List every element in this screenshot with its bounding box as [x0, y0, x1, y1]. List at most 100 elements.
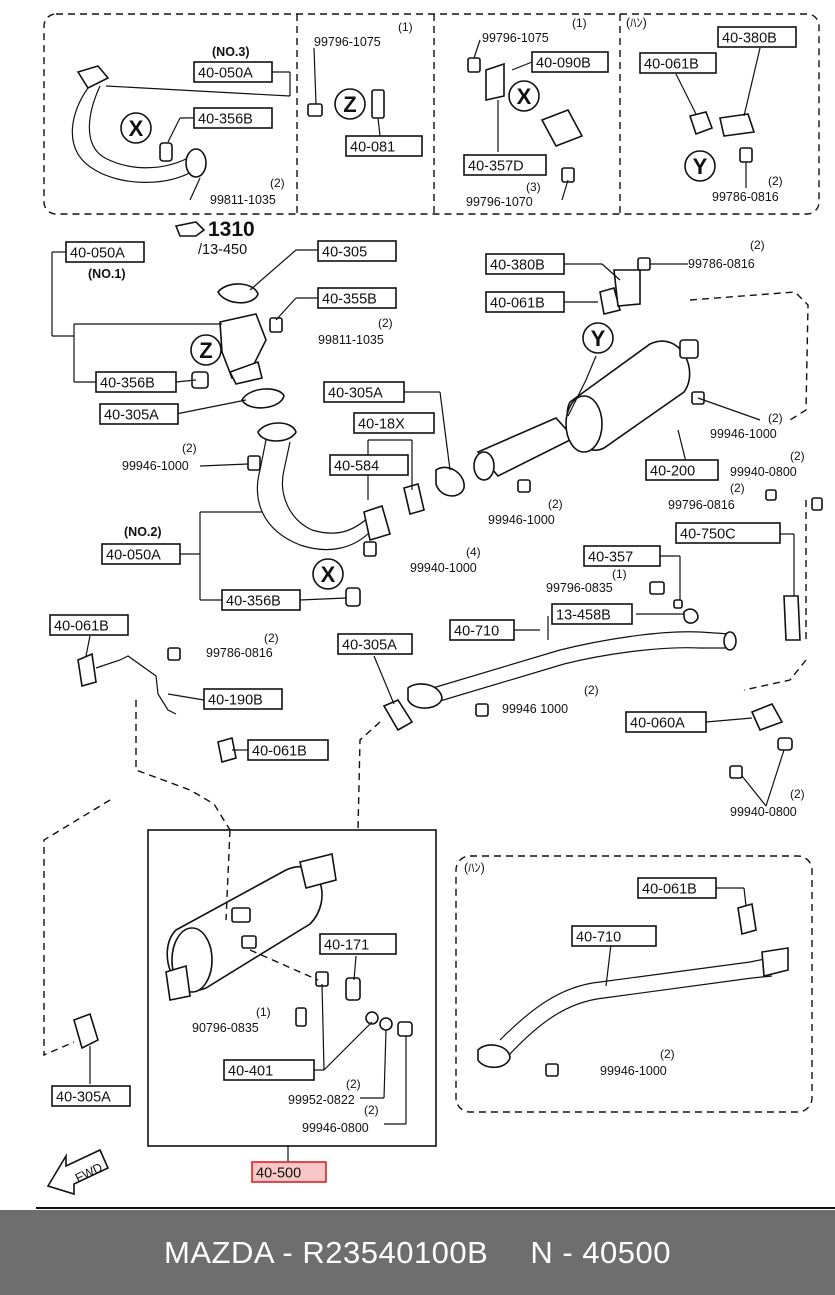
- callout-box: [463, 154, 547, 176]
- callout-40-171: 40-171: [319, 933, 397, 955]
- callout-40-356b: 40-356B: [193, 107, 273, 129]
- callout-box: [449, 619, 515, 641]
- part-code-label: 99796-1075: [314, 35, 381, 49]
- quantity-label: (3): [526, 180, 541, 194]
- callout-box: [639, 52, 717, 74]
- callout-40-081: 40-081: [345, 135, 423, 157]
- callout-label: 40-356B: [198, 112, 253, 128]
- callout-label: 40-190B: [208, 693, 263, 709]
- quantity-label: (2): [364, 1103, 379, 1117]
- callout-label: 40-380B: [490, 258, 545, 274]
- marker-letter: X: [129, 116, 144, 141]
- callout-box: [51, 1085, 131, 1107]
- callout-box: [95, 371, 177, 393]
- callout-box: [193, 61, 273, 83]
- callout-40-357: 40-357: [583, 545, 661, 567]
- callout-40-061b: 40-061B: [49, 614, 129, 636]
- callout-label: 40-584: [334, 459, 379, 475]
- callout-40-401: 40-401: [223, 1059, 315, 1081]
- callout-40-050a: 40-050A: [65, 241, 145, 263]
- part-code-label: (NO.2): [124, 525, 162, 539]
- callout-label: 40-081: [350, 140, 395, 156]
- callout-box: [485, 253, 565, 275]
- part-code-label: (ﾊﾝ): [626, 16, 647, 30]
- callout-13-458b: 13-458B: [551, 603, 633, 625]
- callout-40-090b: 40-090B: [531, 51, 609, 73]
- footer-part-number: MAZDA - R23540100B: [164, 1234, 489, 1270]
- part-code-label: 99946-1000: [488, 513, 555, 527]
- quantity-label: (2): [264, 631, 279, 645]
- callout-label: 40-18X: [358, 417, 405, 433]
- callout-box: [637, 877, 717, 899]
- callout-box: [323, 381, 405, 403]
- callout-box: [319, 933, 397, 955]
- callout-box: [101, 543, 181, 565]
- footer-bar: MAZDA - R23540100B N - 40500: [0, 1210, 835, 1295]
- pointing-hand-icon: [174, 221, 206, 237]
- callout-40-584: 40-584: [329, 454, 409, 476]
- callout-label: 40-355B: [322, 292, 377, 308]
- view-marker-x: X: [120, 112, 152, 144]
- callout-40-500: 40-500: [251, 1161, 327, 1183]
- callout-box: [317, 240, 397, 262]
- callout-box: [571, 925, 657, 947]
- quantity-label: (1): [572, 16, 587, 30]
- marker-letter: Z: [199, 338, 212, 363]
- part-code-label: 99796-0816: [668, 498, 735, 512]
- quantity-label: (2): [548, 497, 563, 511]
- callout-40-061b: 40-061B: [485, 291, 565, 313]
- quantity-label: (2): [660, 1047, 675, 1061]
- quantity-label: (2): [730, 481, 745, 495]
- callout-label: 40-050A: [106, 548, 161, 564]
- callout-label: 40-061B: [644, 57, 699, 73]
- callout-40-190b: 40-190B: [203, 688, 283, 710]
- callout-40-356b: 40-356B: [95, 371, 177, 393]
- marker-letter: Z: [343, 92, 356, 117]
- callout-box: [717, 26, 797, 48]
- part-code-label: 99796-0835: [546, 581, 613, 595]
- callout-box: [49, 614, 129, 636]
- callout-40-305a: 40-305A: [323, 381, 405, 403]
- callout-40-18x: 40-18X: [353, 412, 435, 434]
- quantity-label: (4): [466, 545, 481, 559]
- callout-label: 40-061B: [54, 619, 109, 635]
- callout-label: 40-171: [324, 938, 369, 954]
- quantity-label: (2): [346, 1077, 361, 1091]
- part-code-label: 99940-1000: [410, 561, 477, 575]
- callout-label: 40-061B: [490, 296, 545, 312]
- quantity-label: (2): [790, 787, 805, 801]
- callout-40-061b: 40-061B: [639, 52, 717, 74]
- callout-40-050a: 40-050A: [101, 543, 181, 565]
- exhaust-parts-diagram: FWD 1310 40-050A40-356B40-08140-090B40-3…: [36, 13, 835, 1209]
- callout-label: 40-356B: [226, 594, 281, 610]
- view-marker-y: Y: [582, 322, 614, 354]
- callout-40-060a: 40-060A: [625, 711, 707, 733]
- callout-label: 40-356B: [100, 376, 155, 392]
- callout-40-200: 40-200: [645, 459, 719, 481]
- callout-label: 40-050A: [70, 246, 125, 262]
- footer-code: N - 40500: [530, 1234, 671, 1270]
- section-ref: 1310: [208, 218, 255, 241]
- callout-box: [223, 1059, 315, 1081]
- callout-label: 40-401: [228, 1064, 273, 1080]
- callout-label: 40-357D: [468, 159, 524, 175]
- callout-label: 40-090B: [536, 56, 591, 72]
- part-code-label: 99946-0800: [302, 1121, 369, 1135]
- callout-40-305a: 40-305A: [51, 1085, 131, 1107]
- main-silencer-box: [147, 829, 437, 1147]
- part-code-label: 99796-1075: [482, 31, 549, 45]
- callout-label: 40-305: [322, 245, 367, 261]
- part-code-label: 99946 1000: [502, 702, 568, 716]
- marker-letter: X: [321, 562, 336, 587]
- callout-40-061b: 40-061B: [637, 877, 717, 899]
- callout-box: [329, 454, 409, 476]
- callout-box: [531, 51, 609, 73]
- callout-40-750c: 40-750C: [675, 522, 781, 544]
- callout-box: [317, 287, 397, 309]
- callout-40-380b: 40-380B: [717, 26, 797, 48]
- marker-letter: Y: [591, 326, 606, 351]
- front-pipe-no3: [76, 65, 110, 90]
- callout-box: [251, 1161, 327, 1183]
- callout-40-710: 40-710: [571, 925, 657, 947]
